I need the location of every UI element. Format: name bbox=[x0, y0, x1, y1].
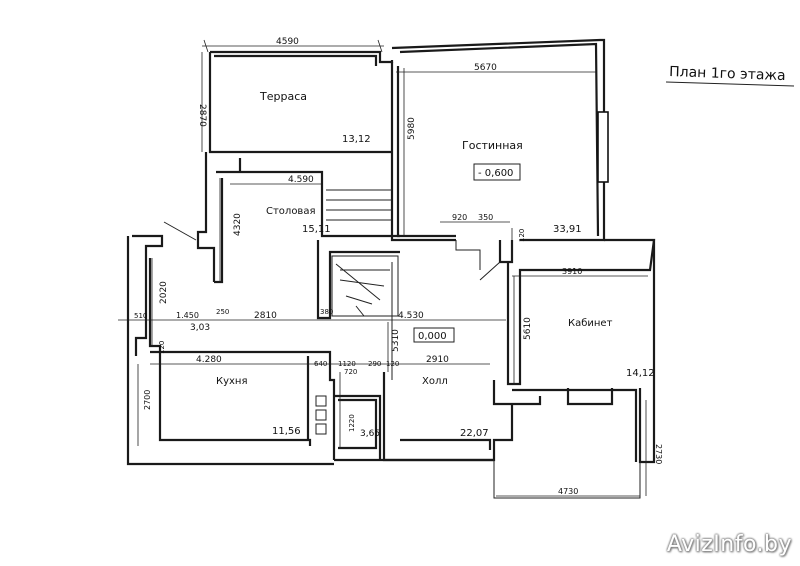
level-hall: 0,000 bbox=[418, 331, 447, 342]
room-name-office: Кабинет bbox=[568, 318, 613, 329]
room-area-office: 14,12 bbox=[626, 368, 655, 379]
plan-title: План 1го этажа bbox=[669, 64, 786, 84]
dim-380: 380 bbox=[320, 308, 333, 316]
room-area-hall: 22,07 bbox=[460, 428, 489, 439]
walls bbox=[126, 38, 656, 499]
level-box-hall bbox=[413, 327, 455, 343]
dim-1450: 1.450 bbox=[176, 311, 199, 320]
dim-terrace-width: 4590 bbox=[276, 37, 299, 47]
dining-steps bbox=[326, 189, 392, 221]
dim-bottom-height: 2730 bbox=[654, 444, 663, 464]
room-name-dining: Столовая bbox=[266, 206, 315, 217]
dim-5310: 5310 bbox=[391, 329, 401, 352]
dim-bottom-width: 4730 bbox=[558, 487, 578, 496]
dim-office-width: 3910 bbox=[562, 267, 582, 276]
dim-bath-height: 1220 bbox=[348, 414, 356, 432]
dim-920: 920 bbox=[452, 213, 467, 222]
door-swing-line bbox=[163, 221, 197, 241]
dim-terrace-height: 2870 bbox=[197, 104, 207, 127]
plan-labels: План 1го этажа Терраса 13,12 Гостинная -… bbox=[190, 64, 795, 439]
plan-title-underline bbox=[665, 81, 795, 87]
level-living: - 0,600 bbox=[478, 168, 513, 179]
room-name-terrace: Терраса bbox=[259, 90, 307, 103]
room-name-living: Гостинная bbox=[462, 139, 523, 152]
watermark-logo: AvizInfo.by bbox=[666, 532, 792, 557]
room-area-pantry: 3,03 bbox=[190, 323, 210, 333]
room-name-kitchen: Кухня bbox=[216, 376, 248, 387]
dim-left-height: 2020 bbox=[159, 281, 169, 304]
dim-bath-width: 720 bbox=[344, 368, 357, 376]
dimension-lines bbox=[118, 39, 648, 497]
dim-living-width: 5670 bbox=[474, 63, 497, 73]
dim-1120: 1120 bbox=[338, 360, 356, 368]
dim-dining-height: 4320 bbox=[233, 213, 243, 236]
dim-2810: 2810 bbox=[254, 311, 277, 321]
dim-290: 290 bbox=[368, 360, 381, 368]
dim-250: 250 bbox=[216, 308, 229, 316]
room-area-living: 33,91 bbox=[553, 224, 582, 235]
dimension-labels: 4590 2870 5670 5980 4.590 4320 920 350 1… bbox=[134, 37, 663, 496]
stair-treads bbox=[335, 263, 390, 317]
dim-dining-width: 4.590 bbox=[288, 175, 314, 185]
dim-640: 640 bbox=[314, 360, 327, 368]
room-area-dining: 15,11 bbox=[302, 224, 331, 235]
level-box-living bbox=[473, 163, 521, 181]
partition-lines bbox=[455, 240, 501, 281]
dim-120-b: 120 bbox=[386, 360, 399, 368]
room-area-bath: 3,65 bbox=[360, 429, 380, 439]
room-name-hall: Холл bbox=[422, 376, 448, 387]
dim-510: 510 bbox=[134, 312, 147, 320]
room-area-kitchen: 11,56 bbox=[272, 426, 301, 437]
window bbox=[597, 111, 609, 183]
dim-hall-width: 2910 bbox=[426, 355, 449, 365]
dim-350: 350 bbox=[478, 213, 493, 222]
dim-kitchen-height: 2700 bbox=[143, 390, 152, 410]
dim-office-height: 5610 bbox=[523, 317, 533, 340]
dim-kitchen-width: 4.280 bbox=[196, 355, 222, 365]
dim-4530: 4.530 bbox=[398, 311, 424, 321]
dim-120-a: 120 bbox=[518, 229, 526, 242]
room-area-terrace: 13,12 bbox=[342, 134, 371, 145]
dim-120-c: 120 bbox=[158, 341, 166, 354]
dim-living-height: 5980 bbox=[407, 117, 417, 140]
